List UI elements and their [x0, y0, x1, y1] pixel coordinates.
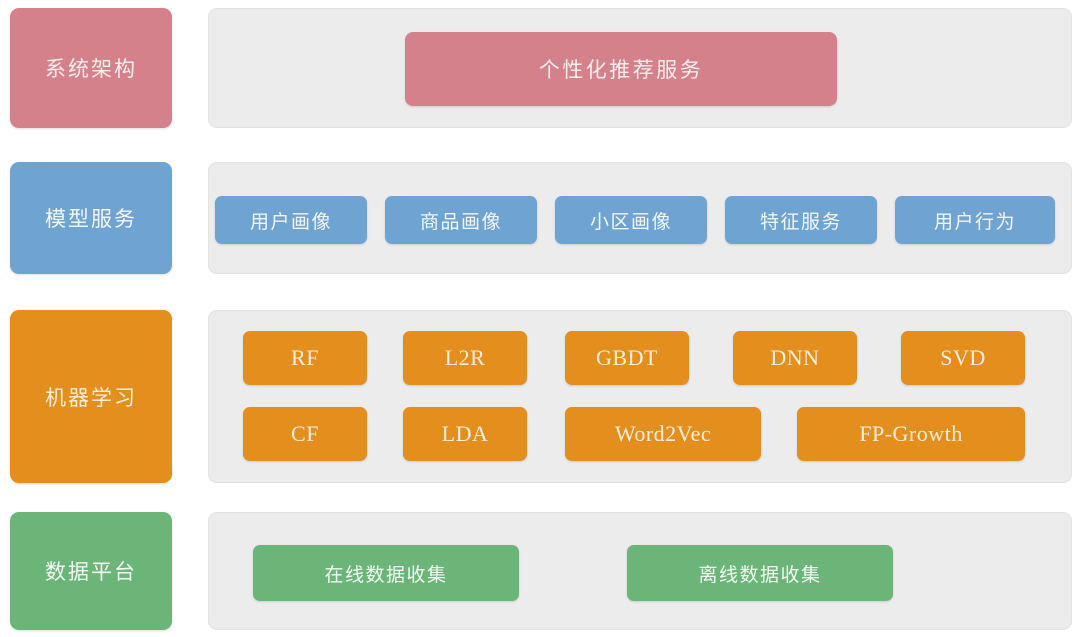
item-label: 特征服务 [759, 211, 842, 233]
item-chip[interactable]: DNN [733, 331, 857, 385]
item-label: 用户行为 [933, 211, 1016, 233]
category-label: 机器学习 [45, 386, 137, 410]
item-chip[interactable]: 用户画像 [215, 196, 367, 244]
item-chip[interactable]: L2R [403, 331, 527, 385]
panel-machine_learning: RF L2R GBDT DNN SVD CF LDA Word2Vec FP-Growth [208, 310, 1072, 483]
item-chip[interactable]: 小区画像 [555, 196, 707, 244]
category-box-data_platform[interactable]: 数据平台 [10, 512, 172, 630]
item-label: 用户画像 [249, 211, 332, 233]
item-label: 个性化推荐服务 [538, 59, 704, 82]
item-chip[interactable]: SVD [901, 331, 1025, 385]
item-chip[interactable]: 个性化推荐服务 [405, 32, 837, 106]
item-label: GBDT [596, 345, 658, 370]
category-label: 系统架构 [45, 58, 137, 81]
category-box-model_service[interactable]: 模型服务 [10, 162, 172, 274]
item-chip[interactable]: 离线数据收集 [627, 545, 893, 601]
category-label: 模型服务 [45, 208, 137, 231]
item-label: SVD [940, 345, 986, 370]
item-chip[interactable]: Word2Vec [565, 407, 761, 461]
item-label: 在线数据收集 [324, 564, 448, 586]
panel-system_architecture: 个性化推荐服务 [208, 8, 1072, 128]
item-chip[interactable]: LDA [403, 407, 527, 461]
item-label: 离线数据收集 [698, 564, 822, 586]
item-label: CF [291, 421, 319, 446]
item-label: LDA [441, 421, 489, 446]
item-chip[interactable]: 商品画像 [385, 196, 537, 244]
item-chip[interactable]: RF [243, 331, 367, 385]
item-chip[interactable]: 用户行为 [895, 196, 1055, 244]
item-label: FP-Growth [859, 421, 963, 446]
item-chip[interactable]: FP-Growth [797, 407, 1025, 461]
category-box-machine_learning[interactable]: 机器学习 [10, 310, 172, 483]
item-chip[interactable]: GBDT [565, 331, 689, 385]
item-label: L2R [444, 345, 486, 370]
panel-data_platform: 在线数据收集 离线数据收集 [208, 512, 1072, 630]
item-label: RF [291, 345, 319, 370]
category-box-system_architecture[interactable]: 系统架构 [10, 8, 172, 128]
item-chip[interactable]: 特征服务 [725, 196, 877, 244]
item-chip[interactable]: 在线数据收集 [253, 545, 519, 601]
category-label: 数据平台 [45, 561, 137, 584]
item-label: 商品画像 [419, 211, 502, 233]
item-chip[interactable]: CF [243, 407, 367, 461]
panel-model_service: 用户画像 商品画像 小区画像 特征服务 用户行为 [208, 162, 1072, 274]
item-label: DNN [770, 345, 820, 370]
item-label: 小区画像 [589, 211, 672, 233]
item-label: Word2Vec [614, 421, 712, 446]
